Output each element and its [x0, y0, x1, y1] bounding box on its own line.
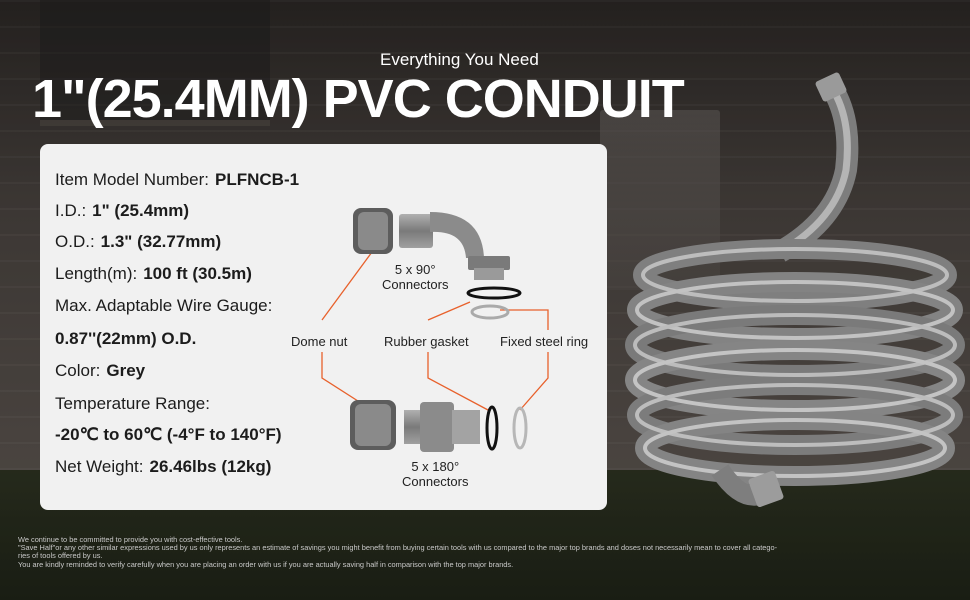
connector-90-image	[353, 208, 510, 280]
connector-180-text: 5 x 180° Connectors	[402, 459, 469, 489]
spec-label: Temperature Range:	[55, 394, 210, 413]
connector-180-image	[350, 400, 480, 452]
disclaimer-line: ries of tools offered by us.	[18, 551, 103, 561]
spec-id: I.D.: 1" (25.4mm)	[55, 201, 189, 221]
window	[40, 0, 270, 126]
spec-label: Max. Adaptable Wire Gauge:	[55, 296, 273, 315]
spec-label: Length(m):	[55, 264, 138, 283]
spec-value: 26.46lbs (12kg)	[149, 457, 272, 476]
steel-ring-image	[470, 304, 510, 320]
spec-label: Item Model Number:	[55, 170, 209, 189]
spec-model: Item Model Number: PLFNCB-1	[55, 170, 299, 190]
spec-wire-gauge-label: Max. Adaptable Wire Gauge:	[55, 296, 272, 316]
callout-dome-nut-top	[321, 251, 373, 321]
spec-weight: Net Weight: 26.46lbs (12kg)	[55, 457, 271, 477]
rubber-gasket-image	[466, 286, 522, 300]
page-title: 1"(25.4MM) PVC CONDUIT	[32, 69, 685, 129]
steel-ring-side-image	[512, 406, 528, 450]
spec-value: PLFNCB-1	[215, 170, 300, 189]
callout-ring-top	[500, 309, 549, 330]
connector-90-text: 5 x 90° Connectors	[382, 262, 449, 292]
spec-value: 1.3" (32.77mm)	[100, 232, 222, 251]
subtitle: Everything You Need	[380, 50, 539, 69]
rubber-gasket-side-image	[485, 405, 499, 451]
spec-label: O.D.:	[55, 232, 95, 251]
disclaimer-line: We continue to be committed to provide y…	[18, 535, 243, 544]
disclaimer-line: "Save Half"or any other similar expressi…	[18, 543, 778, 553]
spec-od: O.D.: 1.3" (32.77mm)	[55, 232, 221, 252]
label-connector-90: 5 x 90° Connectors	[382, 262, 448, 292]
spec-label: I.D.:	[55, 201, 87, 220]
spec-label: Net Weight:	[55, 457, 144, 476]
label-connector-180: 5 x 180° Connectors	[402, 459, 468, 489]
spec-length: Length(m): 100 ft (30.5m)	[55, 264, 252, 284]
spec-value: Grey	[106, 361, 146, 380]
disclaimer: We continue to be committed to provide y…	[18, 535, 958, 569]
spec-wire-gauge-value: 0.87''(22mm) O.D.	[55, 329, 197, 348]
label-dome-nut: Dome nut	[291, 334, 348, 349]
conduit-coil-image	[625, 72, 965, 508]
spec-card: Item Model Number: PLFNCB-1 I.D.: 1" (25.4…	[40, 144, 607, 510]
spec-color: Color: Grey	[55, 361, 145, 381]
spec-value: 100 ft (30.5m)	[143, 264, 252, 283]
spec-temperature-label: Temperature Range:	[55, 394, 210, 414]
label-rubber-gasket: Rubber gasket	[384, 334, 469, 349]
spec-label: Color:	[55, 361, 101, 380]
disclaimer-line: You are kindly reminded to verify carefu…	[18, 559, 514, 569]
callout-lines	[321, 251, 549, 411]
label-fixed-steel-ring: Fixed steel ring	[500, 334, 589, 349]
callout-dome-nut-bottom	[321, 352, 373, 411]
spec-temperature-value: -20℃ to 60℃ (-4°F to 140°F)	[55, 425, 282, 444]
callout-gasket-top	[427, 301, 471, 321]
spec-value: 1" (25.4mm)	[92, 201, 190, 220]
callout-gasket-bottom	[427, 352, 489, 411]
callout-ring-bottom	[519, 352, 549, 411]
